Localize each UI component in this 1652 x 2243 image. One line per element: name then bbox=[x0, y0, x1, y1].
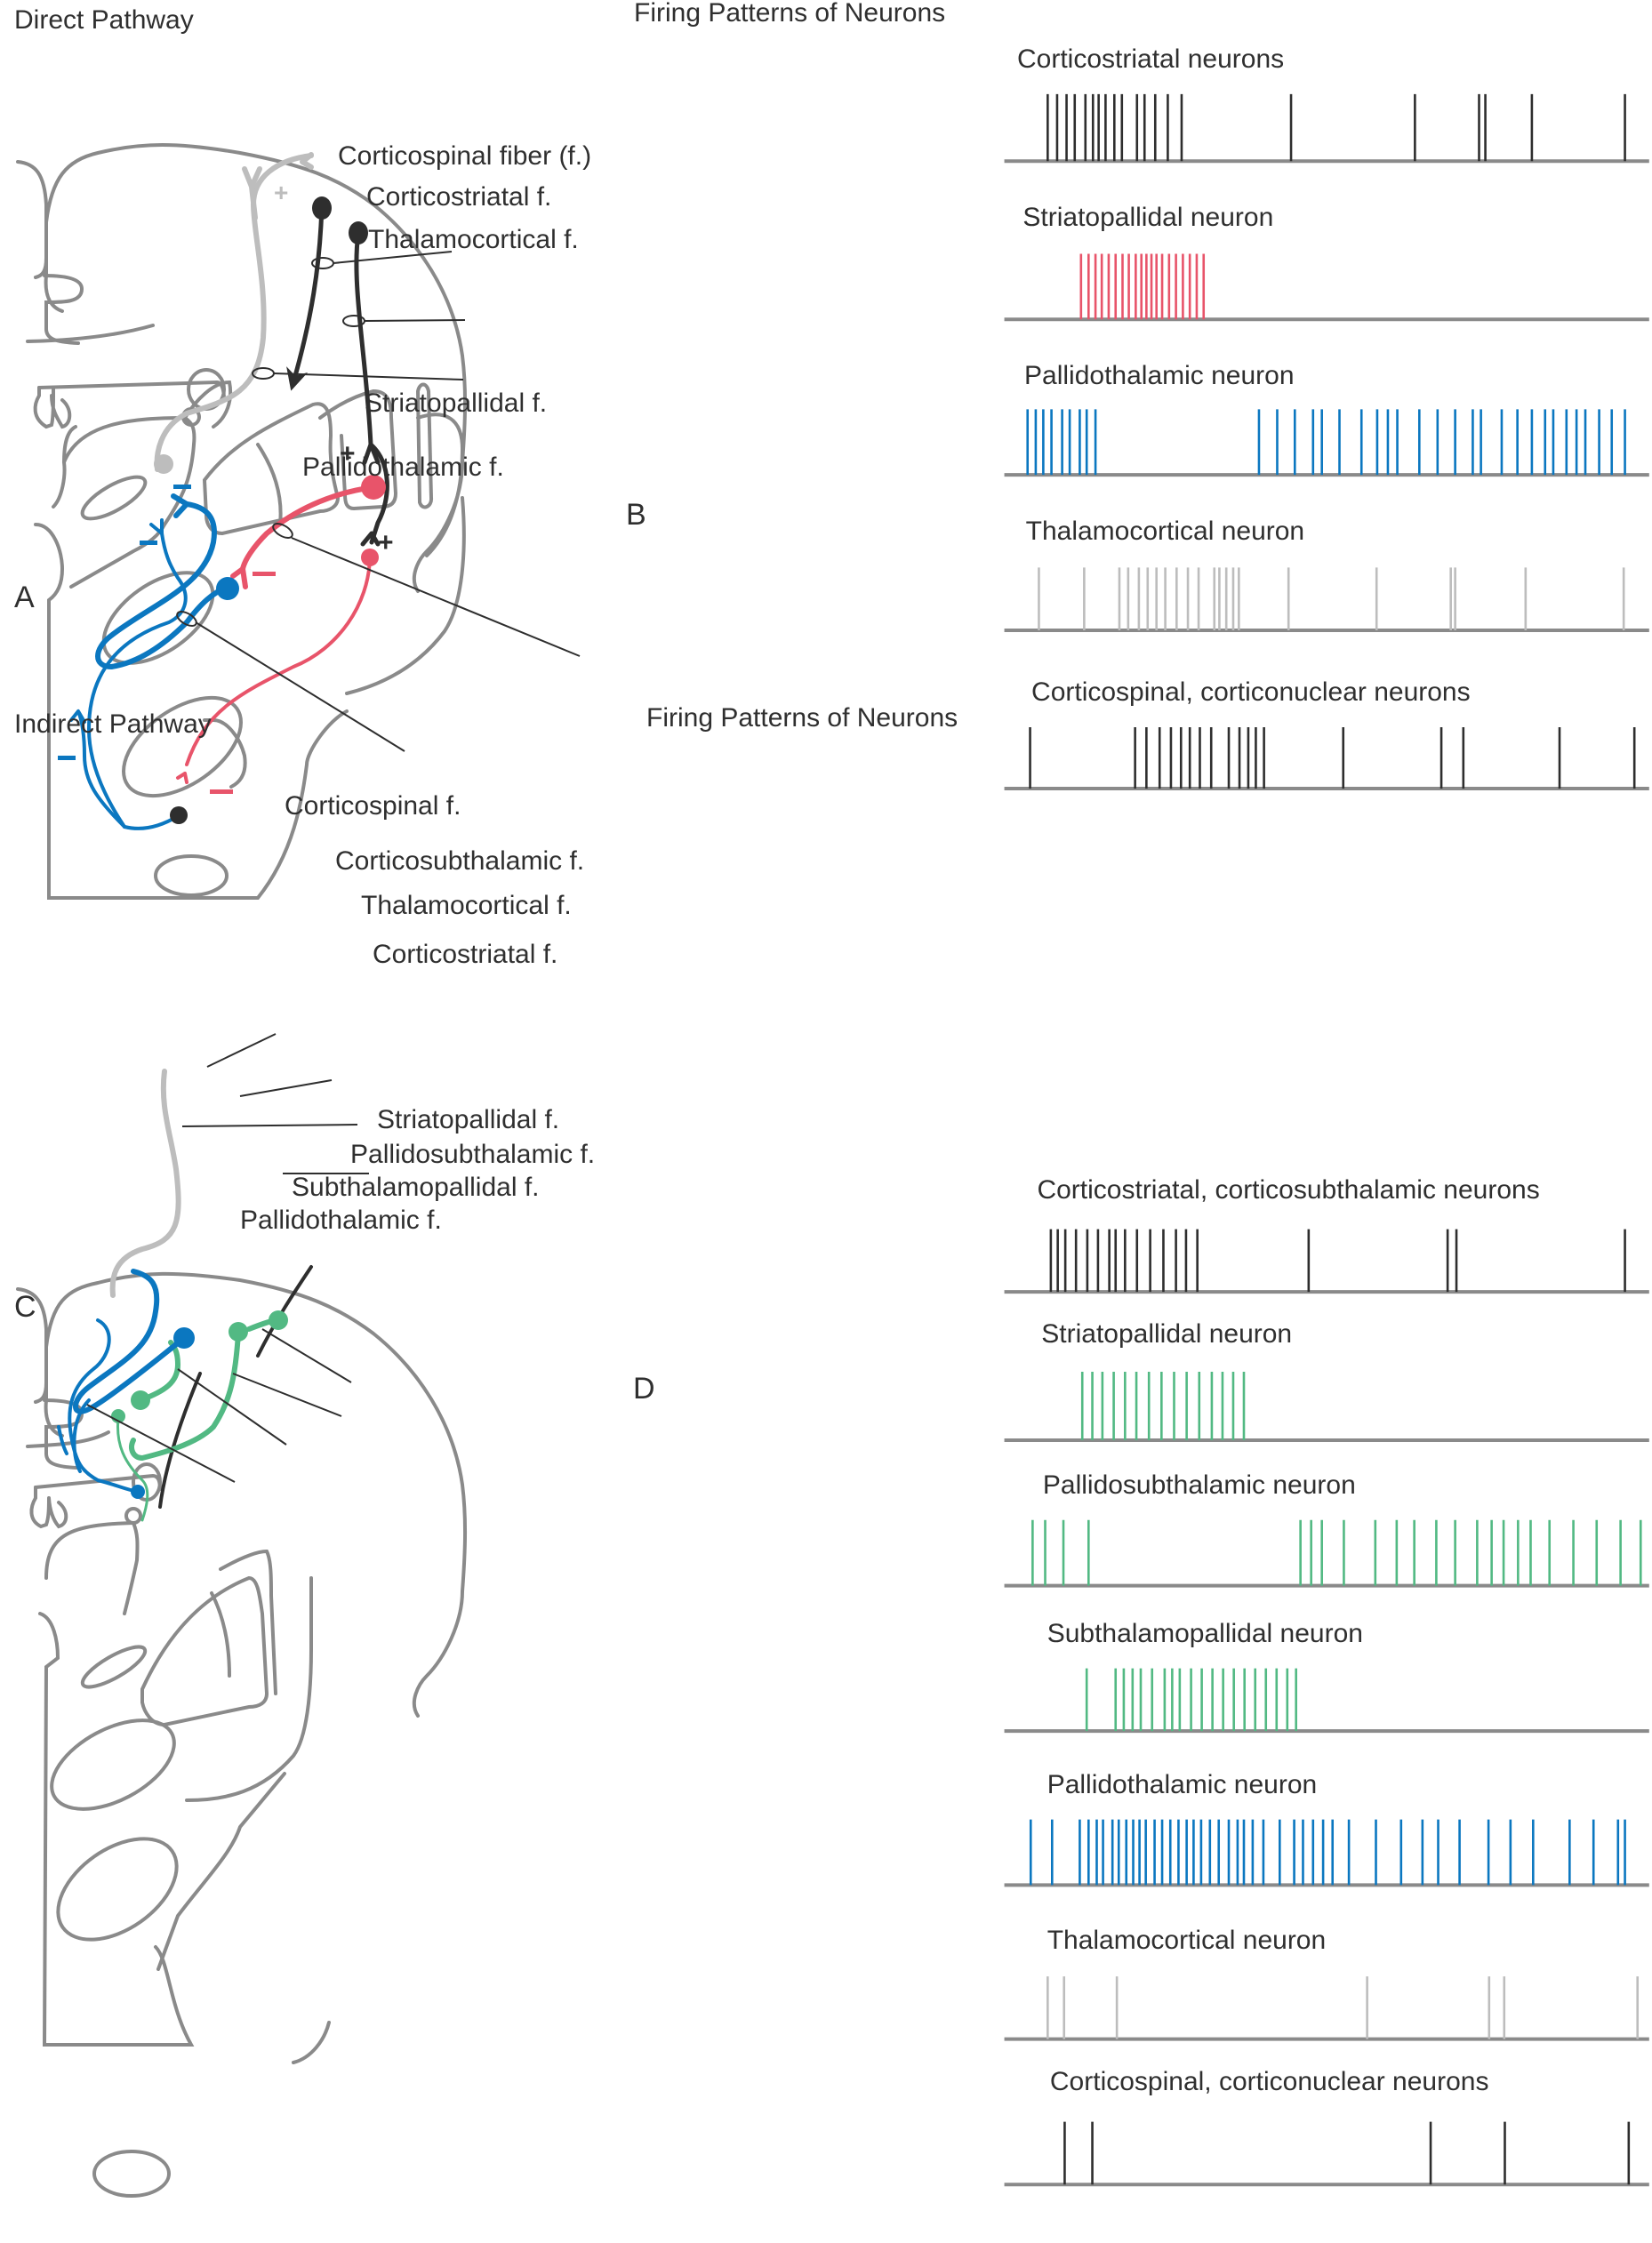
pallidal-neuron-body-c bbox=[173, 1327, 195, 1349]
raster-row bbox=[1004, 1976, 1649, 2041]
corticospinal-neuron-body-a bbox=[312, 196, 332, 220]
corticostriatal-plus-sign-1: + bbox=[340, 439, 356, 469]
label-pallidothalamic-fiber-a: Pallidothalamic f. bbox=[302, 453, 504, 482]
raster-label: Striatopallidal neuron bbox=[1041, 1319, 1293, 1350]
raster-row bbox=[1004, 1519, 1649, 1588]
thalamic-relay-neuron-body-a bbox=[170, 806, 188, 824]
label-corticospinal-fiber-a: Corticospinal fiber (f.) bbox=[338, 141, 592, 171]
label-corticospinal-fiber-c: Corticospinal f. bbox=[285, 791, 461, 821]
raster-label: Corticospinal, corticonuclear neurons bbox=[1031, 677, 1471, 708]
label-subthalamopallidal-fiber-c: Subthalamopallidal f. bbox=[292, 1173, 540, 1202]
raster-row bbox=[1004, 1668, 1649, 1734]
thalamic-target-neuron-c bbox=[131, 1485, 145, 1499]
pallidal-external-neuron-body-c bbox=[229, 1322, 248, 1342]
raster-row bbox=[1004, 409, 1649, 477]
raster-label: Corticostriatal, corticosubthalamic neur… bbox=[1037, 1175, 1540, 1206]
pallidothalamic-minus-sign-1 bbox=[173, 485, 191, 489]
striatopallidal-minus-sign-a bbox=[253, 572, 276, 576]
label-corticostriatal-fiber-a: Corticostriatal f. bbox=[366, 182, 552, 212]
raster-row bbox=[1004, 93, 1649, 164]
panel-letter-b: B bbox=[626, 498, 646, 532]
label-thalamocortical-fiber-c: Thalamocortical f. bbox=[361, 891, 572, 920]
striatonigral-minus-sign-a bbox=[210, 789, 233, 794]
brain-outline-a bbox=[16, 143, 468, 900]
raster-row bbox=[1004, 1229, 1649, 1294]
panel-letter-c: C bbox=[14, 1290, 36, 1324]
panel-letter-d: D bbox=[633, 1372, 655, 1406]
striatal-neuron-body-1-a bbox=[361, 475, 386, 500]
thalamocortical-neuron-c bbox=[109, 1069, 181, 1298]
striatal-neuron-body-2-a bbox=[361, 549, 379, 566]
raster-label: Pallidosubthalamic neuron bbox=[1042, 1470, 1356, 1501]
raster-row bbox=[1004, 1819, 1649, 1887]
label-corticosubthalamic-fiber-c: Corticosubthalamic f. bbox=[335, 846, 585, 876]
leader-lines-c bbox=[86, 1033, 369, 1483]
putamen-outline bbox=[202, 402, 341, 536]
thalamocortical-excitatory-sign: + bbox=[274, 179, 288, 206]
label-pallidothalamic-fiber-c: Pallidothalamic f. bbox=[240, 1206, 442, 1235]
label-pallidosubthalamic-fiber-c: Pallidosubthalamic f. bbox=[350, 1140, 596, 1169]
label-corticostriatal-fiber-c: Corticostriatal f. bbox=[373, 940, 558, 969]
panel-letter-a: A bbox=[14, 581, 35, 614]
striato-nigral-neuron-a bbox=[176, 556, 372, 784]
raster-label: Corticostriatal neurons bbox=[1017, 44, 1285, 75]
raster-row bbox=[1004, 253, 1649, 322]
raster-row bbox=[1004, 2121, 1649, 2187]
pallidothalamic-neuron-a bbox=[95, 493, 232, 670]
thalamocortical-neuron-a bbox=[154, 152, 314, 472]
raster-label: Thalamocortical neuron bbox=[1025, 517, 1305, 547]
raster-label: Corticospinal, corticonuclear neurons bbox=[1049, 2066, 1489, 2096]
pallidothalamic-neuron-c bbox=[73, 1269, 187, 1414]
pallidal-neuron-body-a bbox=[216, 577, 239, 600]
corticostriatal-fiber-c bbox=[256, 1265, 313, 1358]
hemisphere-outline bbox=[16, 143, 468, 464]
striatal-neuron-body-c bbox=[269, 1310, 288, 1330]
pallidothalamic-minus-sign-3 bbox=[58, 756, 76, 760]
raster-label: Pallidothalamic neuron bbox=[1024, 361, 1295, 391]
raster-label: Thalamocortical neuron bbox=[1047, 1925, 1327, 1955]
corticostriatal-plus-sign-2: + bbox=[378, 528, 394, 557]
panel-b-title: Firing Patterns of Neurons bbox=[634, 0, 946, 28]
raster-row bbox=[1004, 727, 1649, 790]
corticospinal-neuron-a bbox=[286, 202, 325, 391]
leader-lines-a bbox=[176, 251, 581, 752]
raster-label: Pallidothalamic neuron bbox=[1047, 1769, 1318, 1799]
raster-label: Subthalamopallidal neuron bbox=[1047, 1618, 1363, 1648]
raster-row bbox=[1004, 1371, 1649, 1442]
panel-d-title: Firing Patterns of Neurons bbox=[646, 703, 958, 733]
raster-row bbox=[1004, 567, 1649, 632]
raster-label: Striatopallidal neuron bbox=[1022, 203, 1274, 233]
pallidothalamic-minus-sign-2 bbox=[140, 541, 157, 545]
subthalamic-neuron-body-c bbox=[131, 1390, 150, 1410]
thalamic-neuron-body-a bbox=[154, 454, 173, 474]
label-striatopallidal-fiber-a: Striatopallidal f. bbox=[365, 389, 548, 418]
corticostriatal-neuron-body-a bbox=[349, 221, 368, 244]
panel-a-title: Direct Pathway bbox=[14, 5, 194, 35]
brain-outline-c bbox=[16, 1271, 468, 2198]
subthalamopallidal-fiber-c bbox=[116, 1416, 149, 1522]
label-striatopallidal-fiber-c: Striatopallidal f. bbox=[377, 1105, 560, 1134]
panel-c-title: Indirect Pathway bbox=[14, 709, 212, 739]
label-thalamocortical-fiber-a: Thalamocortical f. bbox=[368, 225, 579, 254]
